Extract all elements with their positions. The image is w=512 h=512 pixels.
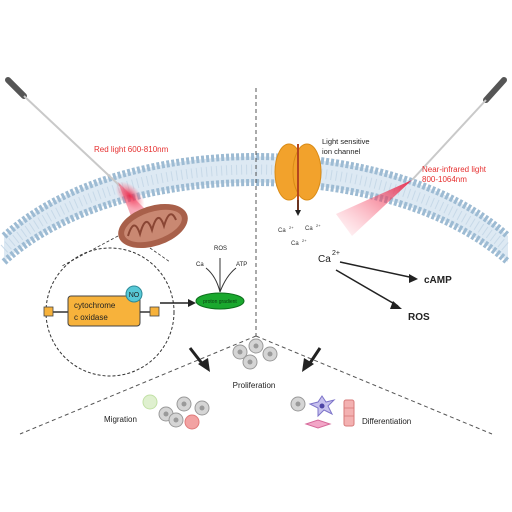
migration-label: Migration [104, 415, 137, 424]
svg-text:Ca: Ca [278, 228, 286, 234]
cell-membrane [0, 153, 512, 265]
cytochrome-c-oxidase [43, 295, 160, 327]
nir-label-line2: 800-1064nm [422, 175, 467, 184]
proliferation-cells [232, 338, 278, 370]
near-infrared-laser [336, 77, 507, 236]
channel-label-line1: Light sensitive [322, 137, 370, 146]
channel-label-line2: ion channel [322, 147, 361, 156]
svg-text:2+: 2+ [316, 223, 321, 228]
proton-gradient-label: proton gradient [203, 299, 237, 305]
enzyme-label-line2: c oxidase [74, 313, 108, 322]
svg-text:2+: 2+ [289, 225, 294, 230]
enzyme-label-line1: cytochrome [74, 301, 116, 310]
red-light-label: Red light 600-810nm [94, 145, 169, 154]
no-badge [125, 285, 143, 303]
svg-text:Ca: Ca [291, 241, 299, 247]
proliferation-label: Proliferation [233, 381, 276, 390]
arrow-to-gradient [160, 299, 196, 307]
atp-label: ATP [236, 262, 247, 268]
svg-text:Ca: Ca [305, 226, 313, 232]
ros-left-label: ROS [214, 246, 227, 252]
calcium-main-superscript: 2+ [332, 250, 340, 257]
divider-left-diagonal [19, 335, 257, 435]
calcium-arrows [335, 261, 418, 309]
svg-text:2+: 2+ [302, 238, 307, 243]
camp-label: cAMP [424, 275, 452, 286]
ca-left-label: Ca [196, 262, 204, 268]
mitochondrion [118, 203, 188, 249]
nir-label-line1: Near-infrared light [422, 165, 487, 174]
calcium-main: Ca [318, 254, 331, 265]
differentiation-cells [290, 395, 355, 429]
ion-channel [274, 143, 322, 216]
migration-cells [142, 394, 210, 430]
channel-ions: Ca 2+ Ca 2+ Ca 2+ [278, 223, 321, 247]
zoom-line-right [149, 247, 171, 263]
gradient-outputs [205, 258, 237, 293]
proton-gradient [195, 292, 245, 310]
differentiation-label: Differentiation [362, 417, 411, 426]
divider-right-diagonal [255, 335, 493, 435]
arrow-down-left [188, 347, 210, 372]
no-badge-label: NO [129, 292, 140, 299]
arrow-down-right [302, 347, 322, 372]
ros-right-label: ROS [408, 312, 430, 323]
